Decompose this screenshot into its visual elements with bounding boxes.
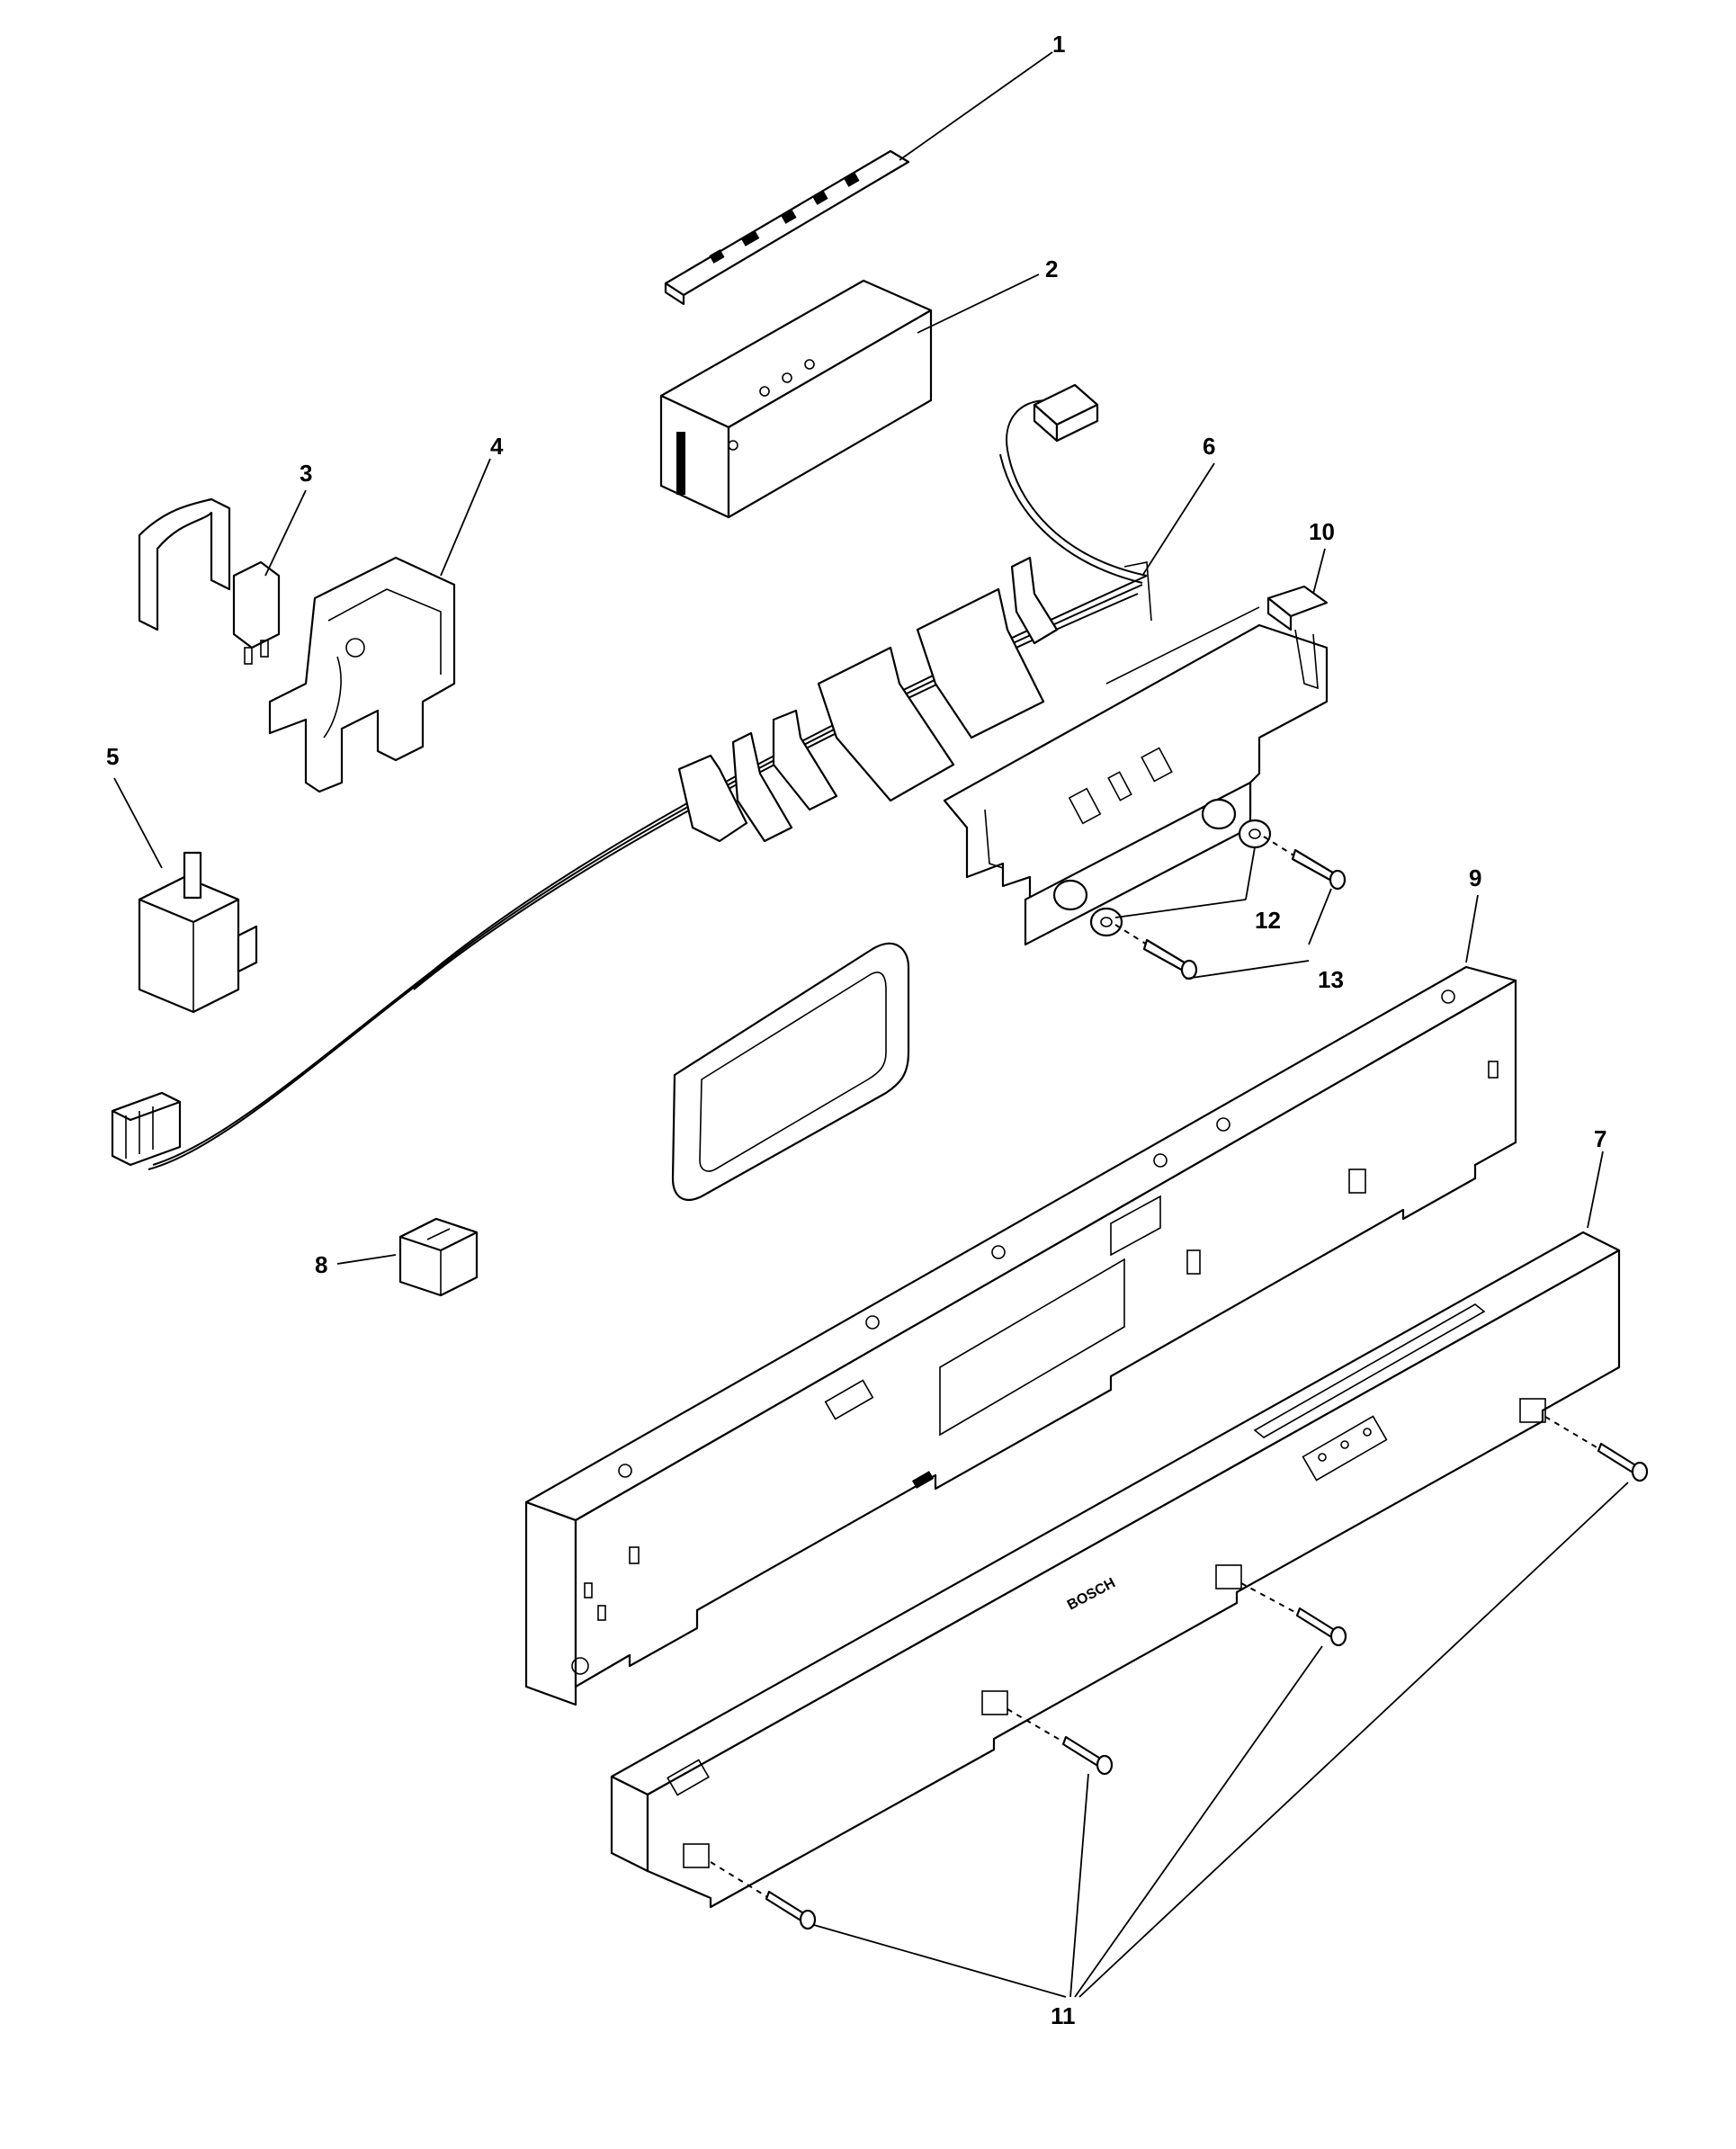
part-3-switch (138, 497, 281, 665)
leader-lines (113, 51, 1629, 1998)
callout-1: 1 (1052, 31, 1065, 58)
callout-2: 2 (1045, 255, 1058, 282)
part-5-power-switch (138, 851, 258, 1014)
callout-3: 3 (300, 460, 312, 487)
part-13-screws (1114, 836, 1347, 980)
display-frame (671, 942, 910, 1202)
callout-4: 4 (490, 433, 504, 460)
part-1-button-strip (664, 149, 910, 306)
harness-end-connector (111, 1091, 182, 1167)
part-7-front-fascia: BOSCH (610, 1231, 1621, 1909)
part-2-control-module (659, 279, 933, 519)
part-11-screws (710, 1416, 1649, 1930)
callout-5: 5 (106, 743, 119, 770)
callout-12: 12 (1255, 907, 1281, 934)
part-10-mounting-bracket (943, 585, 1329, 946)
callout-13: 13 (1318, 966, 1344, 993)
callout-10: 10 (1309, 518, 1335, 545)
part-8-knob (398, 1217, 479, 1297)
callout-11: 11 (1051, 2002, 1076, 2029)
part-9-inner-panel (524, 965, 1517, 1706)
callout-9: 9 (1469, 864, 1481, 891)
callout-numbers: 1 2 3 4 5 6 7 8 9 10 11 12 13 (106, 31, 1606, 2029)
callout-8: 8 (315, 1251, 327, 1278)
part-6-wiring-harness (148, 383, 1152, 1170)
callout-7: 7 (1594, 1125, 1606, 1152)
part-4-door-latch-assembly (268, 556, 456, 793)
callout-6: 6 (1203, 433, 1215, 460)
